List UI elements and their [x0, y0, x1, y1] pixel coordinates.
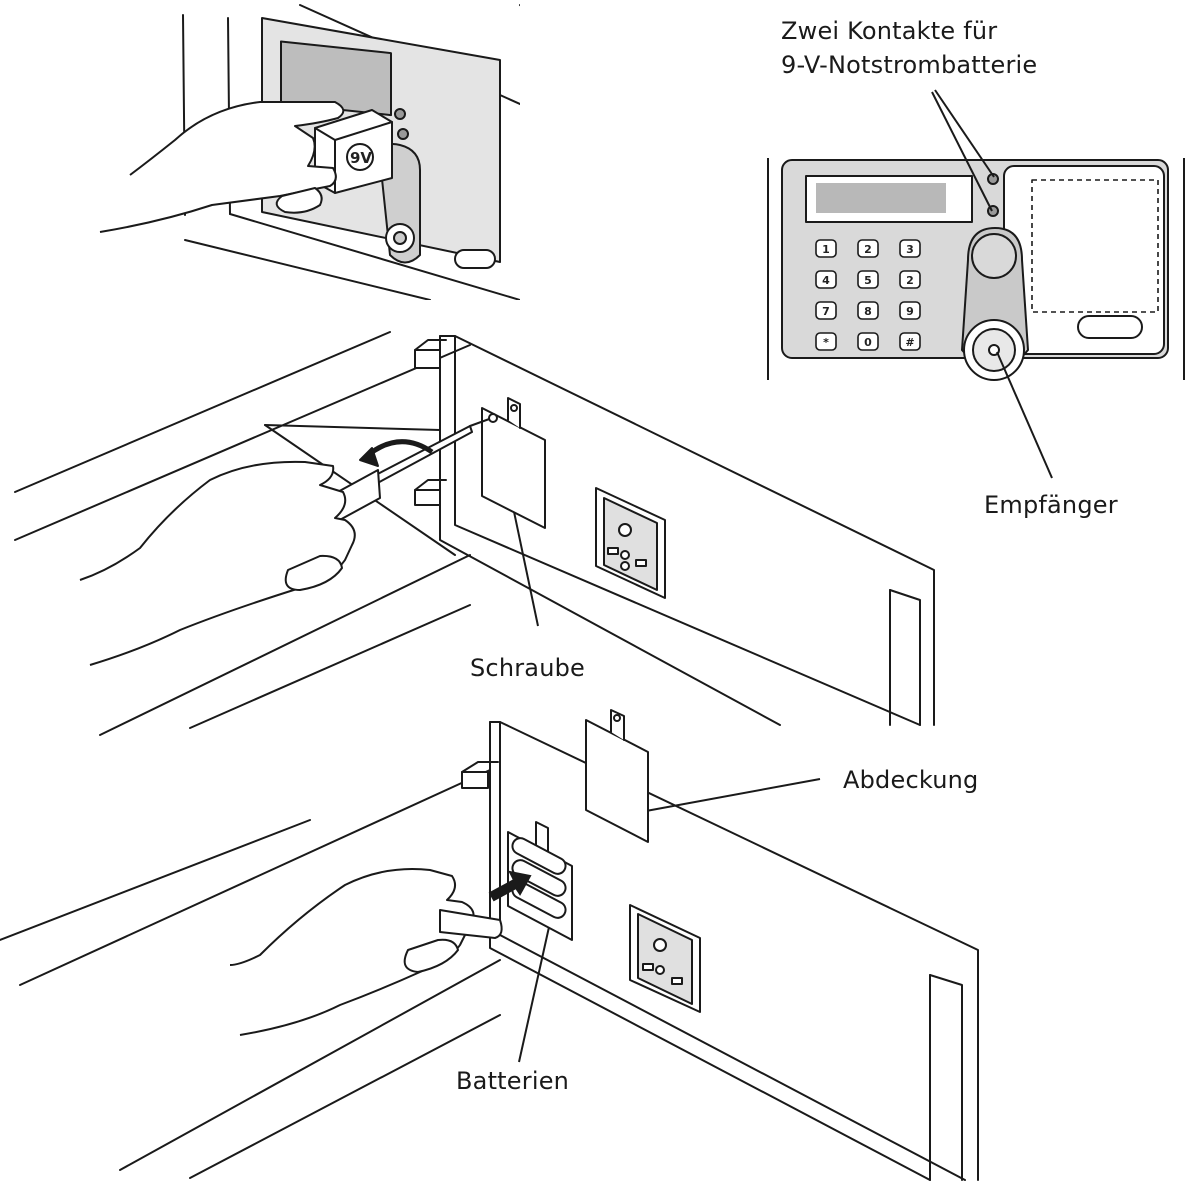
screw-label: Schraube: [470, 654, 586, 682]
keypad-key-label: 7: [822, 305, 830, 318]
keypad-key: [899, 239, 921, 258]
contacts-label-line2: 9-V-Notstrombatterie: [781, 51, 1038, 79]
keypad-key-label: 8: [864, 305, 872, 318]
keypad-panel: 1 2 3 4 5 2 7 8 9 * 0 #: [767, 158, 1185, 381]
keypad-key: [857, 270, 879, 289]
receiver-label: Empfänger: [984, 491, 1118, 519]
battery-9v-label: 9V: [350, 149, 372, 167]
keypad-key: [815, 239, 837, 258]
keypad-key-label: *: [823, 336, 829, 349]
hand-icon-middle: [79, 460, 356, 666]
keypad-key-label: 0: [864, 336, 872, 349]
keypad-key: [857, 301, 879, 320]
keypad-key-label: 1: [822, 243, 830, 256]
keypad-key-label: 2: [906, 274, 914, 287]
step2-unscrew-cover-scene: [14, 331, 935, 736]
keypad-key: [857, 239, 879, 258]
step3-insert-batteries-scene: [0, 709, 979, 1181]
contacts-label-line1: Zwei Kontakte für: [781, 17, 998, 45]
keypad-key-label: 5: [864, 274, 872, 287]
keypad-key: [815, 301, 837, 320]
keypad-key: [815, 332, 837, 351]
hand-icon-top: [99, 101, 345, 233]
keypad-key-label: 3: [906, 243, 914, 256]
battery-cells-icon: [488, 837, 567, 919]
keypad-key: [899, 301, 921, 320]
keypad-key: [899, 332, 921, 351]
hand-icon-bottom: [229, 868, 503, 1036]
keypad-key: [815, 270, 837, 289]
keypad-key-label: 9: [906, 305, 914, 318]
keypad-key-label: #: [905, 336, 914, 349]
keypad-key-label: 4: [822, 274, 830, 287]
keypad-key: [899, 270, 921, 289]
cover-label: Abdeckung: [843, 766, 979, 794]
batteries-label: Batterien: [456, 1067, 570, 1095]
keypad-key: [857, 332, 879, 351]
keypad-key-label: 2: [864, 243, 872, 256]
